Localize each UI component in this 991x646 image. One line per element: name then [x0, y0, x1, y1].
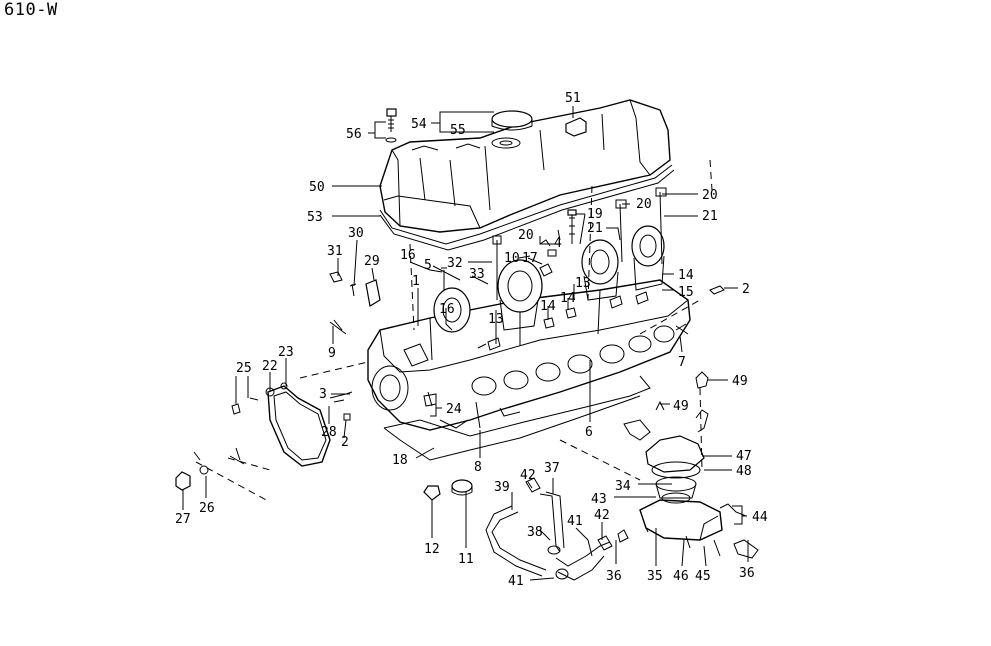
- assembly-lines: [195, 159, 713, 503]
- callout-n54: 54: [411, 117, 427, 132]
- callout-n30: 30: [348, 226, 364, 241]
- front-cover: [231, 382, 331, 467]
- callout-n25: 25: [236, 361, 252, 376]
- callout-n3: 3: [319, 387, 327, 402]
- callout-n15: 15: [678, 285, 694, 300]
- callout-n7: 7: [678, 355, 686, 370]
- studs-bolts: [329, 187, 725, 429]
- callout-n53: 53: [307, 210, 323, 225]
- callout-n32: 32: [447, 256, 463, 271]
- callout-n4: 4: [554, 236, 562, 251]
- callout-n13b: 13: [575, 276, 591, 291]
- callout-n1: 1: [412, 274, 420, 289]
- callout-n51: 51: [565, 91, 581, 106]
- callout-n5: 5: [424, 258, 432, 273]
- callout-n35: 35: [647, 569, 663, 584]
- callout-n49b: 49: [673, 399, 689, 414]
- callout-n23: 23: [278, 345, 294, 360]
- callout-n24: 24: [446, 402, 462, 417]
- head-gasket: [383, 375, 651, 461]
- callout-n21a: 21: [702, 209, 718, 224]
- callout-n16a: 16: [400, 248, 416, 263]
- callout-n18: 18: [392, 453, 408, 468]
- callout-n14c: 14: [560, 291, 576, 306]
- callout-n2a: 2: [742, 282, 750, 297]
- callout-n28: 28: [321, 425, 337, 440]
- callout-n44: 44: [752, 510, 768, 525]
- callout-n21c: 21: [587, 221, 603, 236]
- callout-n45: 45: [695, 569, 711, 584]
- callout-n22: 22: [262, 359, 278, 374]
- callout-n42a: 42: [520, 468, 536, 483]
- callout-n37: 37: [544, 461, 560, 476]
- callout-n14a: 14: [678, 268, 694, 283]
- lower-left-parts: [175, 447, 245, 491]
- cover-bolt: [385, 108, 397, 143]
- callout-n42b: 42: [594, 508, 610, 523]
- breather-pipe: [565, 117, 587, 137]
- callout-n55: 55: [450, 123, 466, 138]
- callout-n20c: 20: [518, 228, 534, 243]
- callout-n27: 27: [175, 512, 191, 527]
- callout-n20a: 20: [702, 188, 718, 203]
- callout-n31: 31: [327, 244, 343, 259]
- callout-n29: 29: [364, 254, 380, 269]
- callout-n49a: 49: [732, 374, 748, 389]
- callout-n41b: 41: [508, 574, 524, 589]
- callout-n34: 34: [615, 479, 631, 494]
- callout-n26: 26: [199, 501, 215, 516]
- callout-n56: 56: [346, 127, 362, 142]
- callout-n17: 17: [522, 251, 538, 266]
- callout-n6: 6: [585, 425, 593, 440]
- callout-n38: 38: [527, 525, 543, 540]
- callout-n20b: 20: [636, 197, 652, 212]
- callout-n36a: 36: [606, 569, 622, 584]
- callout-n16b: 16: [439, 302, 455, 317]
- rocker-cover: [379, 99, 675, 251]
- callout-n2b: 2: [341, 435, 349, 450]
- callout-n9: 9: [328, 346, 336, 361]
- callout-n46: 46: [673, 569, 689, 584]
- callout-n10: 10: [504, 251, 520, 266]
- callout-n13a: 13: [488, 312, 504, 327]
- plugs: [423, 479, 473, 501]
- oil-filler-cap: [491, 110, 533, 149]
- callout-n43: 43: [591, 492, 607, 507]
- leader-lines: [182, 106, 749, 581]
- left-side-brackets: [329, 271, 381, 307]
- callout-n48: 48: [736, 464, 752, 479]
- callout-n8: 8: [474, 460, 482, 475]
- callout-n19: 19: [587, 207, 603, 222]
- callout-n11: 11: [458, 552, 474, 567]
- callout-n33: 33: [469, 267, 485, 282]
- callout-n36b: 36: [739, 566, 755, 581]
- callout-n12: 12: [424, 542, 440, 557]
- callout-n14b: 14: [540, 299, 556, 314]
- water-hoses: [485, 477, 613, 581]
- thermostat-housing: [617, 371, 759, 559]
- cam-towers: [433, 225, 665, 333]
- diagram-title: 610-W: [4, 0, 58, 20]
- callout-n41a: 41: [567, 514, 583, 529]
- callout-n50: 50: [309, 180, 325, 195]
- callout-n39: 39: [494, 480, 510, 495]
- callout-n47: 47: [736, 449, 752, 464]
